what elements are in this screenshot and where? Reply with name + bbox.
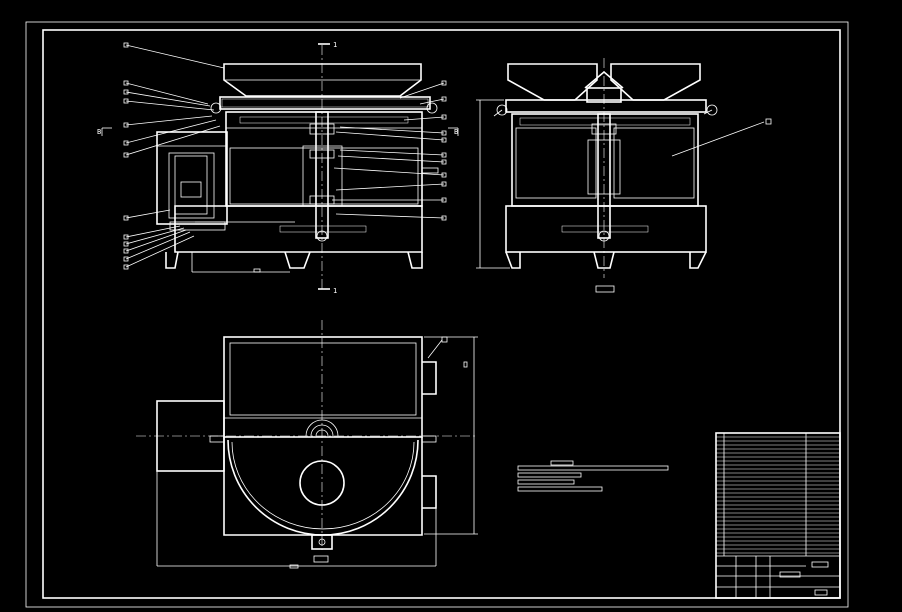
technical-notes-block xyxy=(517,460,669,492)
side-marker-right: B xyxy=(454,128,458,136)
top-view xyxy=(136,320,478,569)
side-marker-left: B xyxy=(97,128,101,136)
front-section-view: 1 1 xyxy=(97,41,459,295)
side-view xyxy=(476,58,772,293)
title-block xyxy=(715,432,841,599)
parts-list-rows xyxy=(716,436,840,554)
outer-sheet-border xyxy=(25,21,849,608)
part-callouts-front xyxy=(123,42,447,270)
section-marker-bottom: 1 xyxy=(333,287,337,295)
section-marker-top: 1 xyxy=(333,41,337,49)
inner-drawing-frame xyxy=(42,29,841,599)
